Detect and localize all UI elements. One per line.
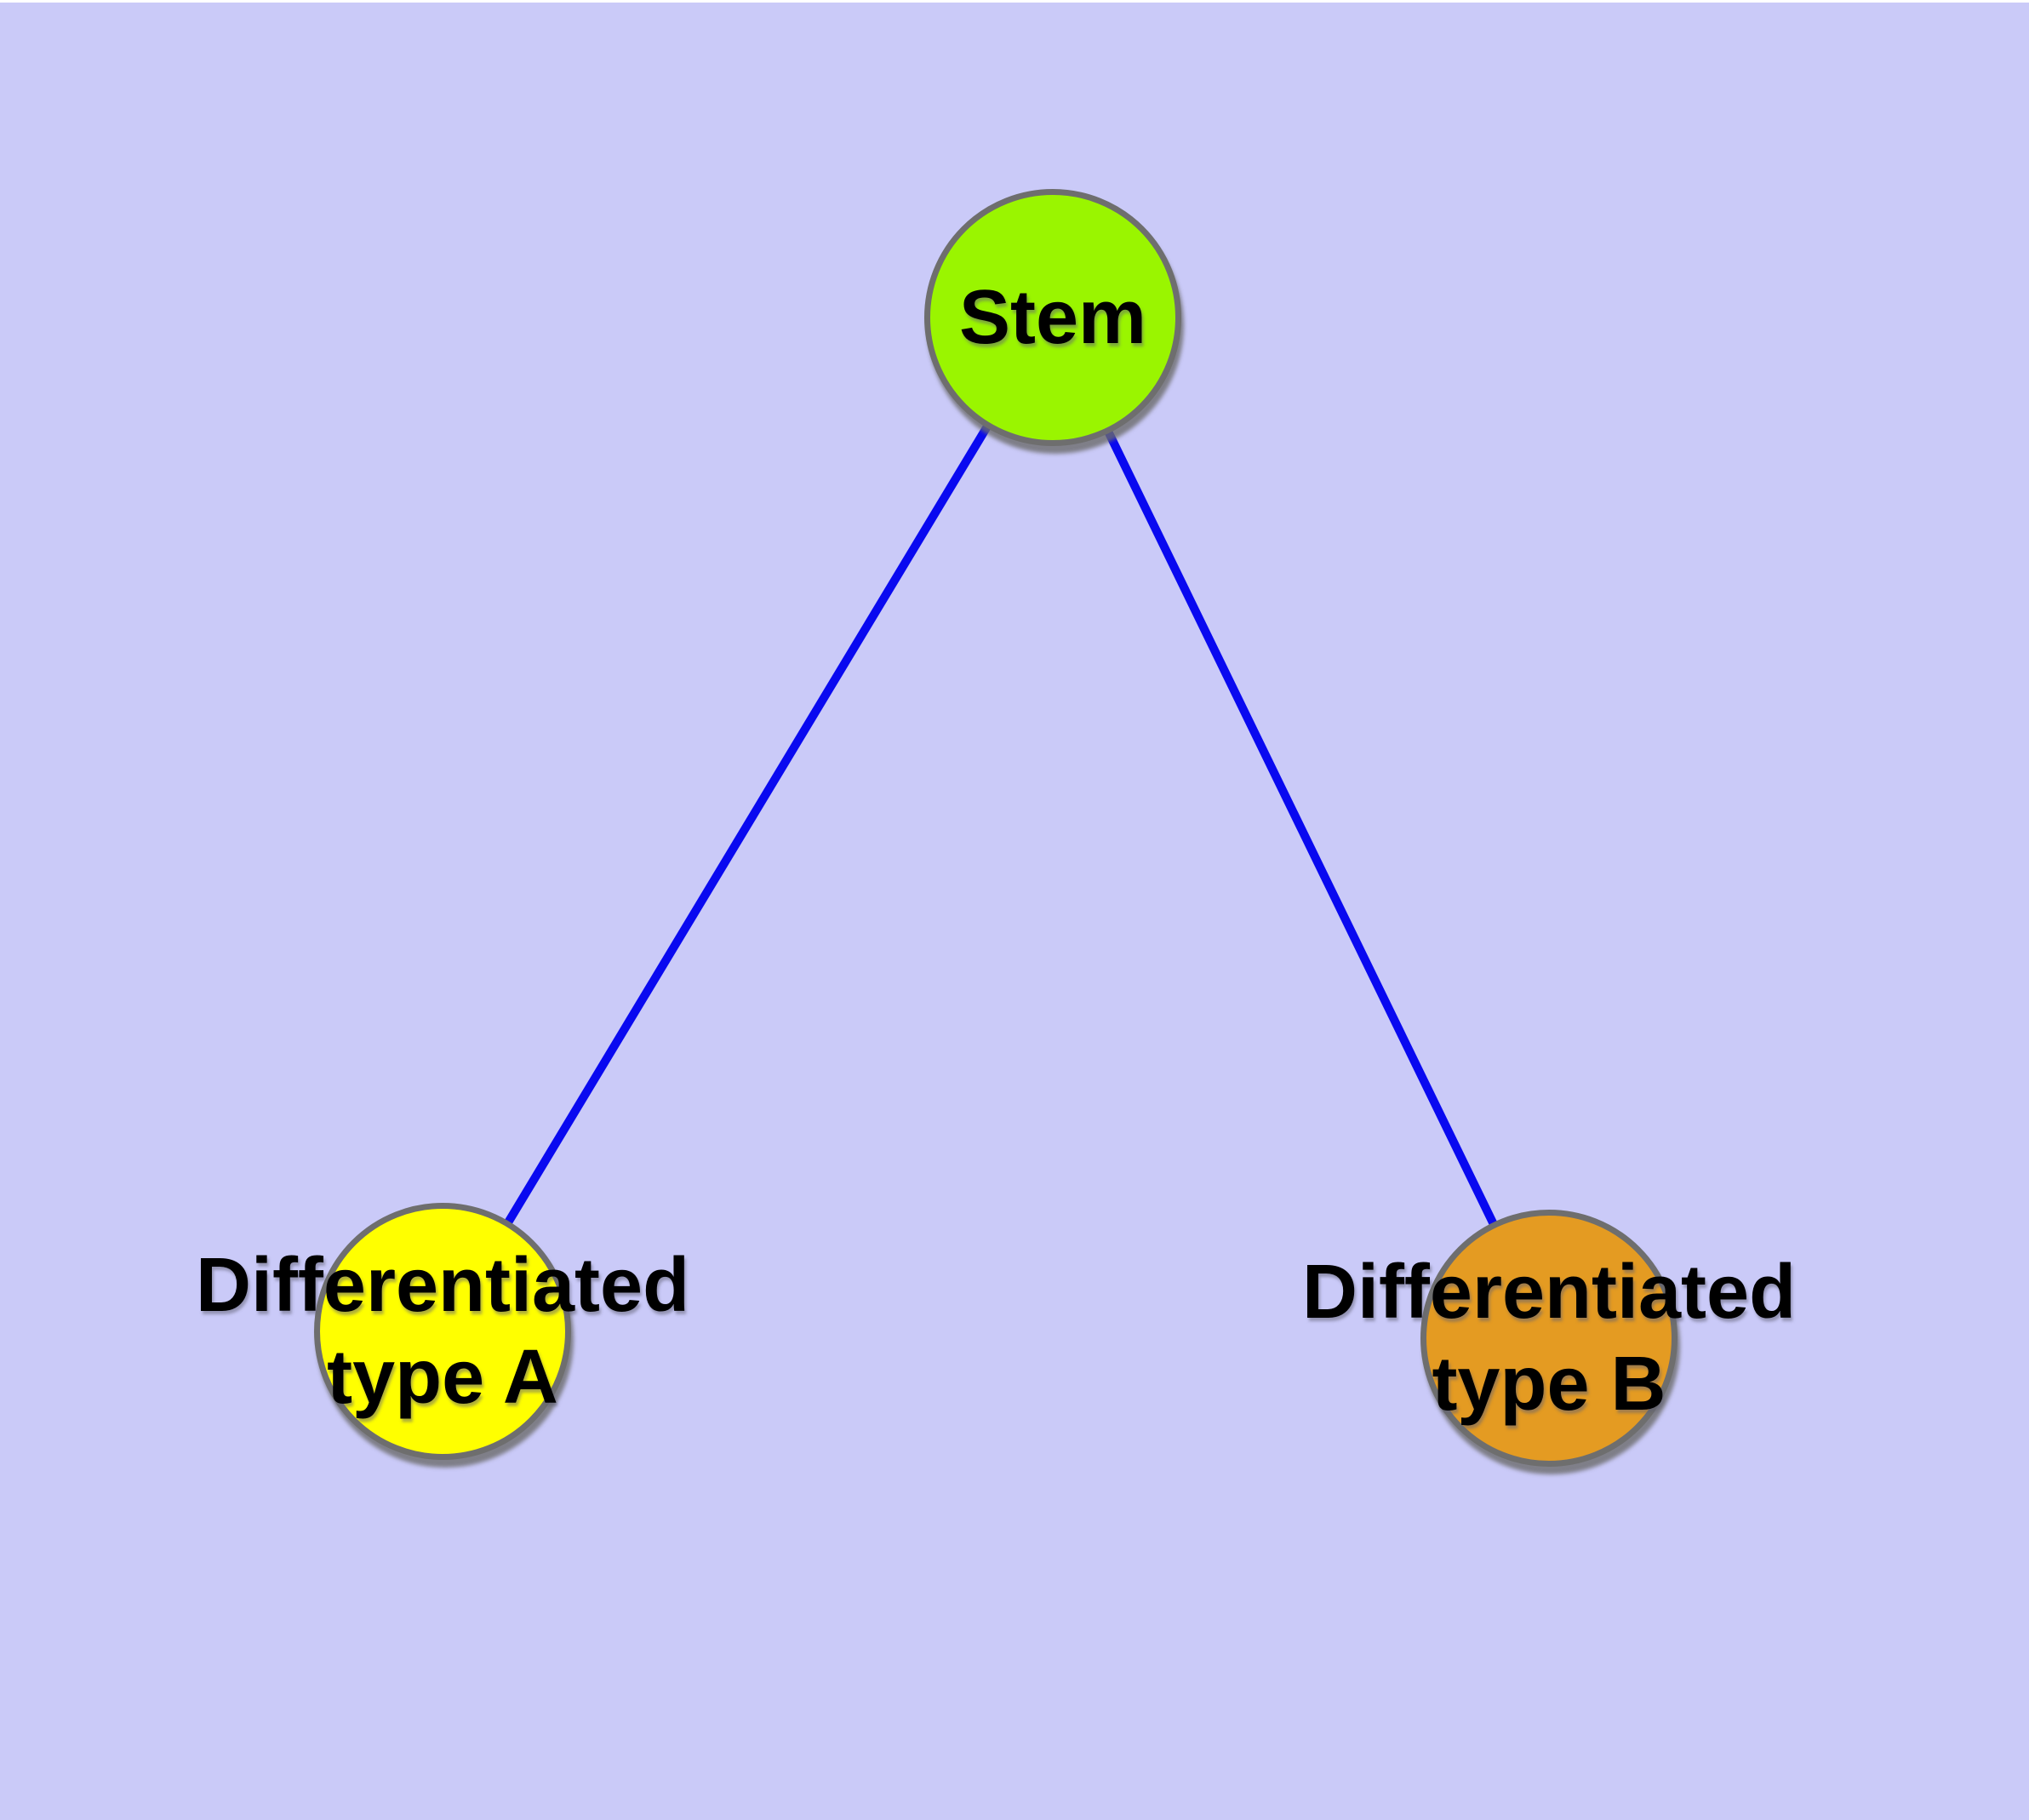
- top-margin-strip: [0, 0, 2029, 3]
- diagram-canvas: Stem Differentiated type A Differentiate…: [0, 3, 2029, 1820]
- node-stem-label: Stem: [958, 275, 1147, 360]
- node-differentiated-type-b: Differentiated type B: [1302, 1210, 1796, 1467]
- edge-stem-to-type-a: [438, 315, 1057, 1334]
- node-stem: Stem: [924, 189, 1181, 446]
- node-differentiated-type-a-label: Differentiated type A: [195, 1243, 690, 1420]
- edges-layer: [438, 315, 1553, 1341]
- edge-stem-to-type-b: [1049, 315, 1553, 1341]
- node-differentiated-type-a: Differentiated type A: [196, 1203, 689, 1460]
- node-differentiated-type-b-label: Differentiated type B: [1301, 1250, 1797, 1427]
